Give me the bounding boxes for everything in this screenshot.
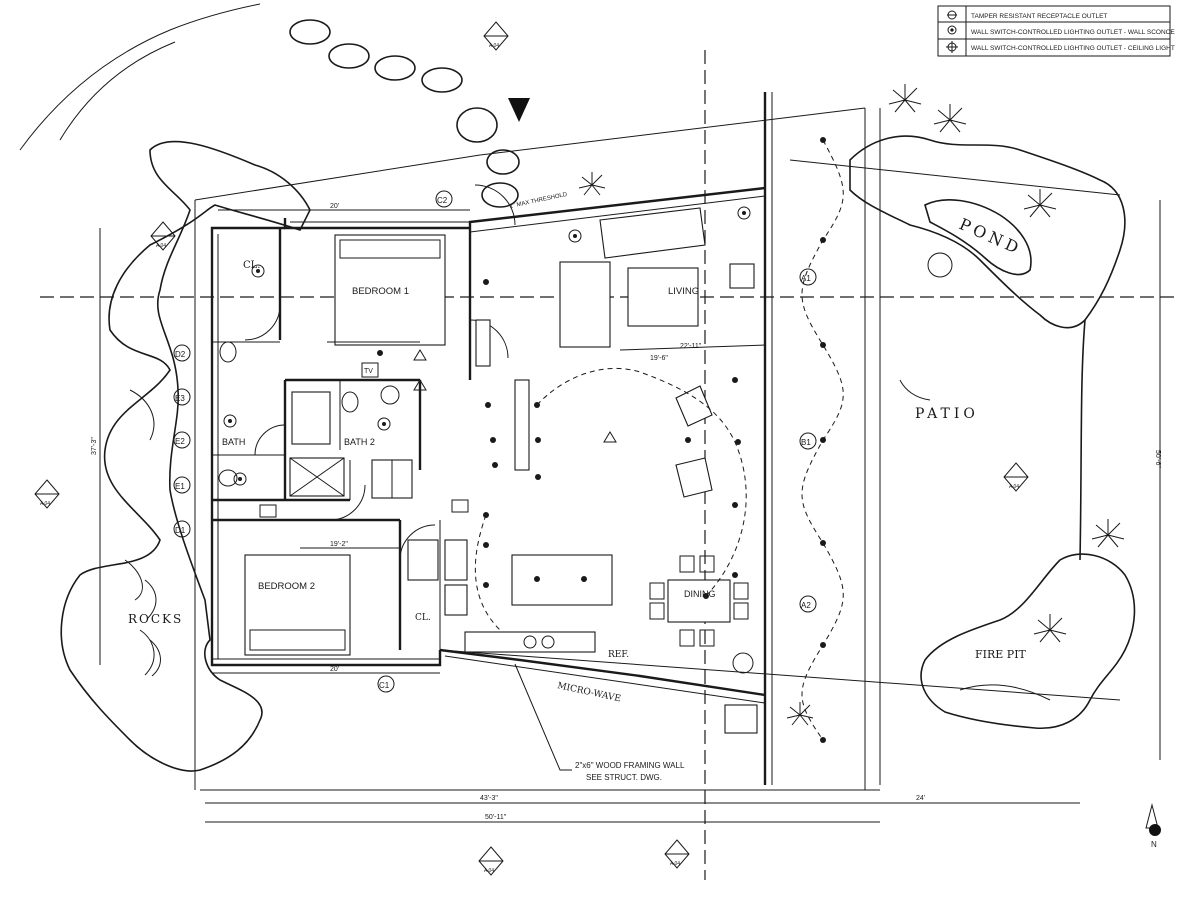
- tv-label: TV: [364, 368, 373, 375]
- pond-edge: [849, 135, 1126, 329]
- closet-label: CL.: [243, 260, 260, 271]
- svg-text:E1: E1: [175, 482, 185, 491]
- svg-text:A1: A1: [801, 274, 811, 283]
- room-label-living: LIVING: [668, 286, 699, 297]
- svg-text:A 04: A 04: [489, 43, 499, 49]
- svg-text:A 04: A 04: [484, 868, 494, 874]
- legend-item-label: WALL SWITCH-CONTROLLED LIGHTING OUTLET -…: [971, 29, 1175, 36]
- shrub-mass-left: [60, 140, 311, 772]
- section-marker-icon: A 04: [1003, 462, 1029, 492]
- dimension-label: 20': [330, 203, 339, 210]
- fire-pit-label: FIRE PIT: [975, 648, 1027, 661]
- north-arrow: N: [1145, 803, 1161, 849]
- stepping-stones: [289, 19, 520, 208]
- svg-text:D1: D1: [175, 526, 186, 535]
- legend-item-label: WALL SWITCH-CONTROLLED LIGHTING OUTLET -…: [971, 45, 1175, 52]
- fire-pit-area: [920, 553, 1136, 730]
- fan-icon: [413, 349, 617, 443]
- room-label-bedroom-1: BEDROOM 1: [352, 286, 409, 297]
- furniture: [218, 207, 758, 734]
- svg-text:A2: A2: [801, 601, 811, 610]
- grid-bubble: A1: [799, 268, 817, 286]
- pond-label: POND: [956, 214, 1025, 258]
- svg-text:E2: E2: [175, 437, 185, 446]
- room-label-bedroom-2: BEDROOM 2: [258, 581, 315, 592]
- svg-text:D2: D2: [175, 350, 186, 359]
- closet-label: CL.: [415, 613, 431, 623]
- dimension-label: 50'-6": [1154, 450, 1161, 468]
- grid-bubble: E3: [173, 388, 191, 406]
- ceiling-light-icon: [946, 41, 958, 53]
- grid-bubble: C2: [435, 190, 453, 208]
- room-label-dining: DINING: [684, 589, 716, 599]
- svg-text:A 04: A 04: [156, 243, 166, 249]
- section-marker-icon: A 04: [34, 479, 60, 509]
- dimension-label: 22'-11": [680, 343, 702, 350]
- receptacle-icon: [947, 10, 957, 20]
- grid-bubble: E2: [173, 431, 191, 449]
- grid-markers: C2 C1 D2 D1 E3 E2 E1 A1 A2 B1: [173, 190, 817, 693]
- grid-bubble: C1: [377, 675, 395, 693]
- grid-bubble: B1: [799, 432, 817, 450]
- landscape: POND FIRE PIT PATIO ROCKS: [19, 3, 1136, 772]
- setback-lines: [40, 50, 1180, 880]
- section-callouts: A 04 A 04 A 04 A 04 A 04 A 04: [34, 21, 1029, 876]
- section-marker-icon: A 04: [478, 846, 504, 876]
- svg-text:A 04: A 04: [1009, 484, 1019, 490]
- bed: [244, 554, 351, 656]
- dimension-label: 24': [916, 795, 925, 802]
- bed: [334, 234, 446, 346]
- note-line: 2"x6" WOOD FRAMING WALL: [575, 761, 685, 770]
- rocks-label: ROCKS: [128, 612, 183, 626]
- dimension-label: 20': [330, 666, 339, 673]
- grid-bubble: D1: [173, 520, 191, 538]
- wall-sconce-icon: [947, 25, 957, 35]
- section-marker-icon: A 04: [483, 21, 509, 51]
- dining-table: [667, 579, 731, 623]
- wall-sconce-icon: [223, 206, 751, 486]
- dimension-label: 50'-11": [485, 814, 507, 821]
- grid-bubble: E1: [173, 476, 191, 494]
- dimension-label: 19'-6": [650, 355, 668, 362]
- dimension-lines: 20' 20' 43'-3" 50'-11" 24' 22'-11" 19'-6…: [91, 200, 1161, 823]
- svg-text:A 04: A 04: [670, 861, 680, 867]
- legend: TAMPER RESISTANT RECEPTACLE OUTLET WALL …: [937, 5, 1175, 57]
- dimension-label: 37'-3": [91, 437, 98, 455]
- svg-text:C2: C2: [437, 196, 448, 205]
- sofa: [559, 261, 611, 348]
- entry-arrow-icon: [508, 98, 530, 122]
- patio-label: PATIO: [915, 406, 979, 422]
- svg-text:C1: C1: [379, 681, 390, 690]
- grid-bubble: D2: [173, 344, 191, 362]
- lighting-fixtures: [223, 137, 844, 743]
- microwave-label: MICRO-WAVE: [556, 681, 621, 704]
- room-label-bath: BATH: [222, 437, 245, 447]
- section-marker-icon: A 04: [664, 839, 690, 869]
- section-marker-icon: A 04: [150, 221, 176, 251]
- svg-text:B1: B1: [801, 438, 811, 447]
- refrigerator-label: REF.: [608, 650, 629, 660]
- building-walls: [210, 92, 773, 785]
- note-line: SEE STRUCT. DWG.: [586, 773, 662, 782]
- dimension-label: 19'-2": [330, 541, 348, 548]
- plant-icon: [578, 84, 1125, 726]
- room-label-bath-2: BATH 2: [344, 437, 375, 447]
- framing-note: 2"x6" WOOD FRAMING WALL SEE STRUCT. DWG.: [514, 663, 685, 782]
- legend-item-label: TAMPER RESISTANT RECEPTACLE OUTLET: [971, 13, 1107, 20]
- svg-text:E3: E3: [175, 394, 185, 403]
- north-label: N: [1151, 840, 1157, 849]
- dimension-label: 43'-3": [480, 795, 498, 802]
- svg-text:A 04: A 04: [40, 501, 50, 507]
- sofa: [599, 207, 706, 259]
- kitchen-island: [511, 554, 613, 606]
- grid-bubble: A2: [799, 595, 817, 613]
